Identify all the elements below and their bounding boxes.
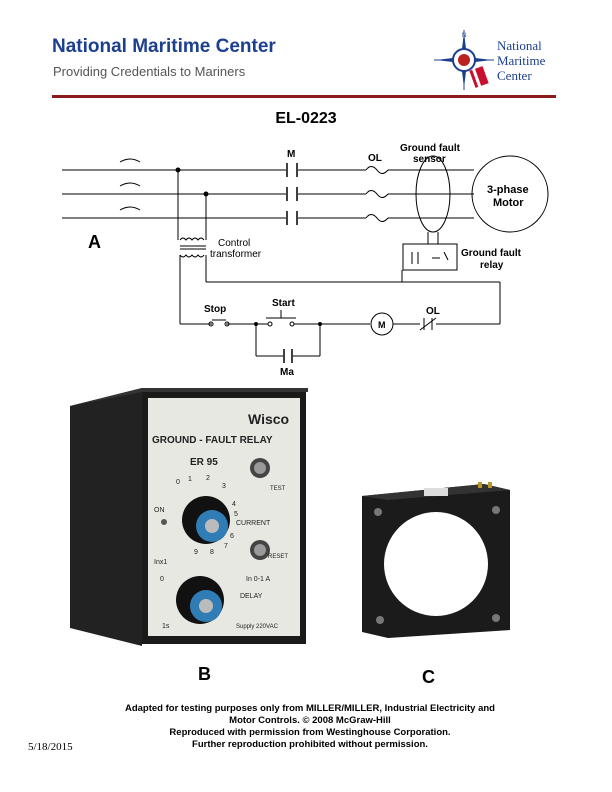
footer-credits: Adapted for testing purposes only from M… [60, 703, 560, 751]
svg-text:N: N [462, 33, 466, 39]
relay-name: GROUND - FAULT RELAY [152, 435, 273, 446]
ground-fault-relay-box [402, 243, 458, 271]
footer-line-2: Motor Controls. © 2008 McGraw-Hill [229, 715, 391, 726]
dial-bottom-0: 0 [160, 576, 164, 583]
coil-label: M [378, 320, 386, 330]
dial-2: 2 [206, 475, 210, 482]
dial-5: 5 [234, 511, 238, 518]
label-c: C [422, 667, 435, 687]
dial-7: 7 [224, 543, 228, 550]
sensor-label-2: sensor [413, 154, 446, 165]
dial-6: 6 [230, 533, 234, 540]
ground-fault-relay-photo: Wisco GROUND - FAULT RELAY ER 95 TEST ON… [70, 388, 308, 646]
header-rule [52, 95, 556, 98]
dial-4: 4 [232, 501, 236, 508]
motor-label-2: Motor [493, 197, 524, 209]
relay-label-2: relay [480, 260, 504, 271]
sensor-label-1: Ground fault [400, 143, 461, 154]
dial-9: 9 [194, 549, 198, 556]
footer-line-1: Adapted for testing purposes only from M… [124, 703, 495, 714]
relay-current: CURRENT [236, 520, 271, 527]
relay-on: ON [154, 507, 165, 514]
stop-label: Stop [204, 304, 226, 315]
ma-label: Ma [280, 367, 294, 378]
transformer-label-1: Control [218, 238, 250, 249]
relay-supply: Supply 220VAC [236, 624, 279, 630]
relay-1s: 1s [162, 623, 170, 630]
phase-lines [62, 169, 474, 219]
document-code: EL-0223 [275, 110, 337, 127]
motor-label-1: 3-phase [487, 184, 529, 196]
current-transformer-photo [362, 482, 510, 638]
dial-8: 8 [210, 549, 214, 556]
m-contacts [286, 163, 298, 225]
motor-circle [471, 155, 549, 233]
relay-test: TEST [270, 486, 286, 492]
logo-line-3: Center [497, 68, 532, 83]
footer-line-4: Further reproduction prohibited without … [192, 739, 428, 750]
ground-fault-sensor [415, 155, 451, 233]
label-a: A [88, 232, 101, 252]
relay-reset: RESET [268, 554, 288, 560]
logo-text: National Maritime Center [497, 38, 545, 83]
footer-line-3: Reproduced with permission from Westingh… [169, 727, 451, 738]
dial-0: 0 [176, 479, 180, 486]
ol-heaters [365, 166, 389, 222]
relay-brand: Wisco [248, 411, 289, 427]
relay-inx1: Inx1 [154, 559, 167, 566]
start-label: Start [272, 298, 295, 309]
transformer-label-2: transformer [210, 249, 262, 260]
dial-3: 3 [222, 483, 226, 490]
header-subtitle: Providing Credentials to Mariners [53, 64, 246, 79]
relay-range: In 0-1 A [246, 576, 270, 583]
relay-delay: DELAY [240, 593, 263, 600]
dial-1: 1 [188, 476, 192, 483]
disconnect-arcs [119, 158, 141, 211]
label-b: B [198, 664, 211, 684]
compass-logo-icon: N [434, 30, 494, 90]
ol-label: OL [368, 153, 382, 164]
ol2-label: OL [426, 306, 440, 317]
header-title: National Maritime Center [52, 36, 276, 57]
m-label: M [287, 149, 295, 160]
logo-line-2: Maritime [497, 53, 546, 68]
relay-label-1: Ground fault [461, 248, 522, 259]
logo-line-1: National [497, 38, 542, 53]
relay-model: ER 95 [190, 457, 218, 468]
date: 5/18/2015 [28, 741, 73, 753]
